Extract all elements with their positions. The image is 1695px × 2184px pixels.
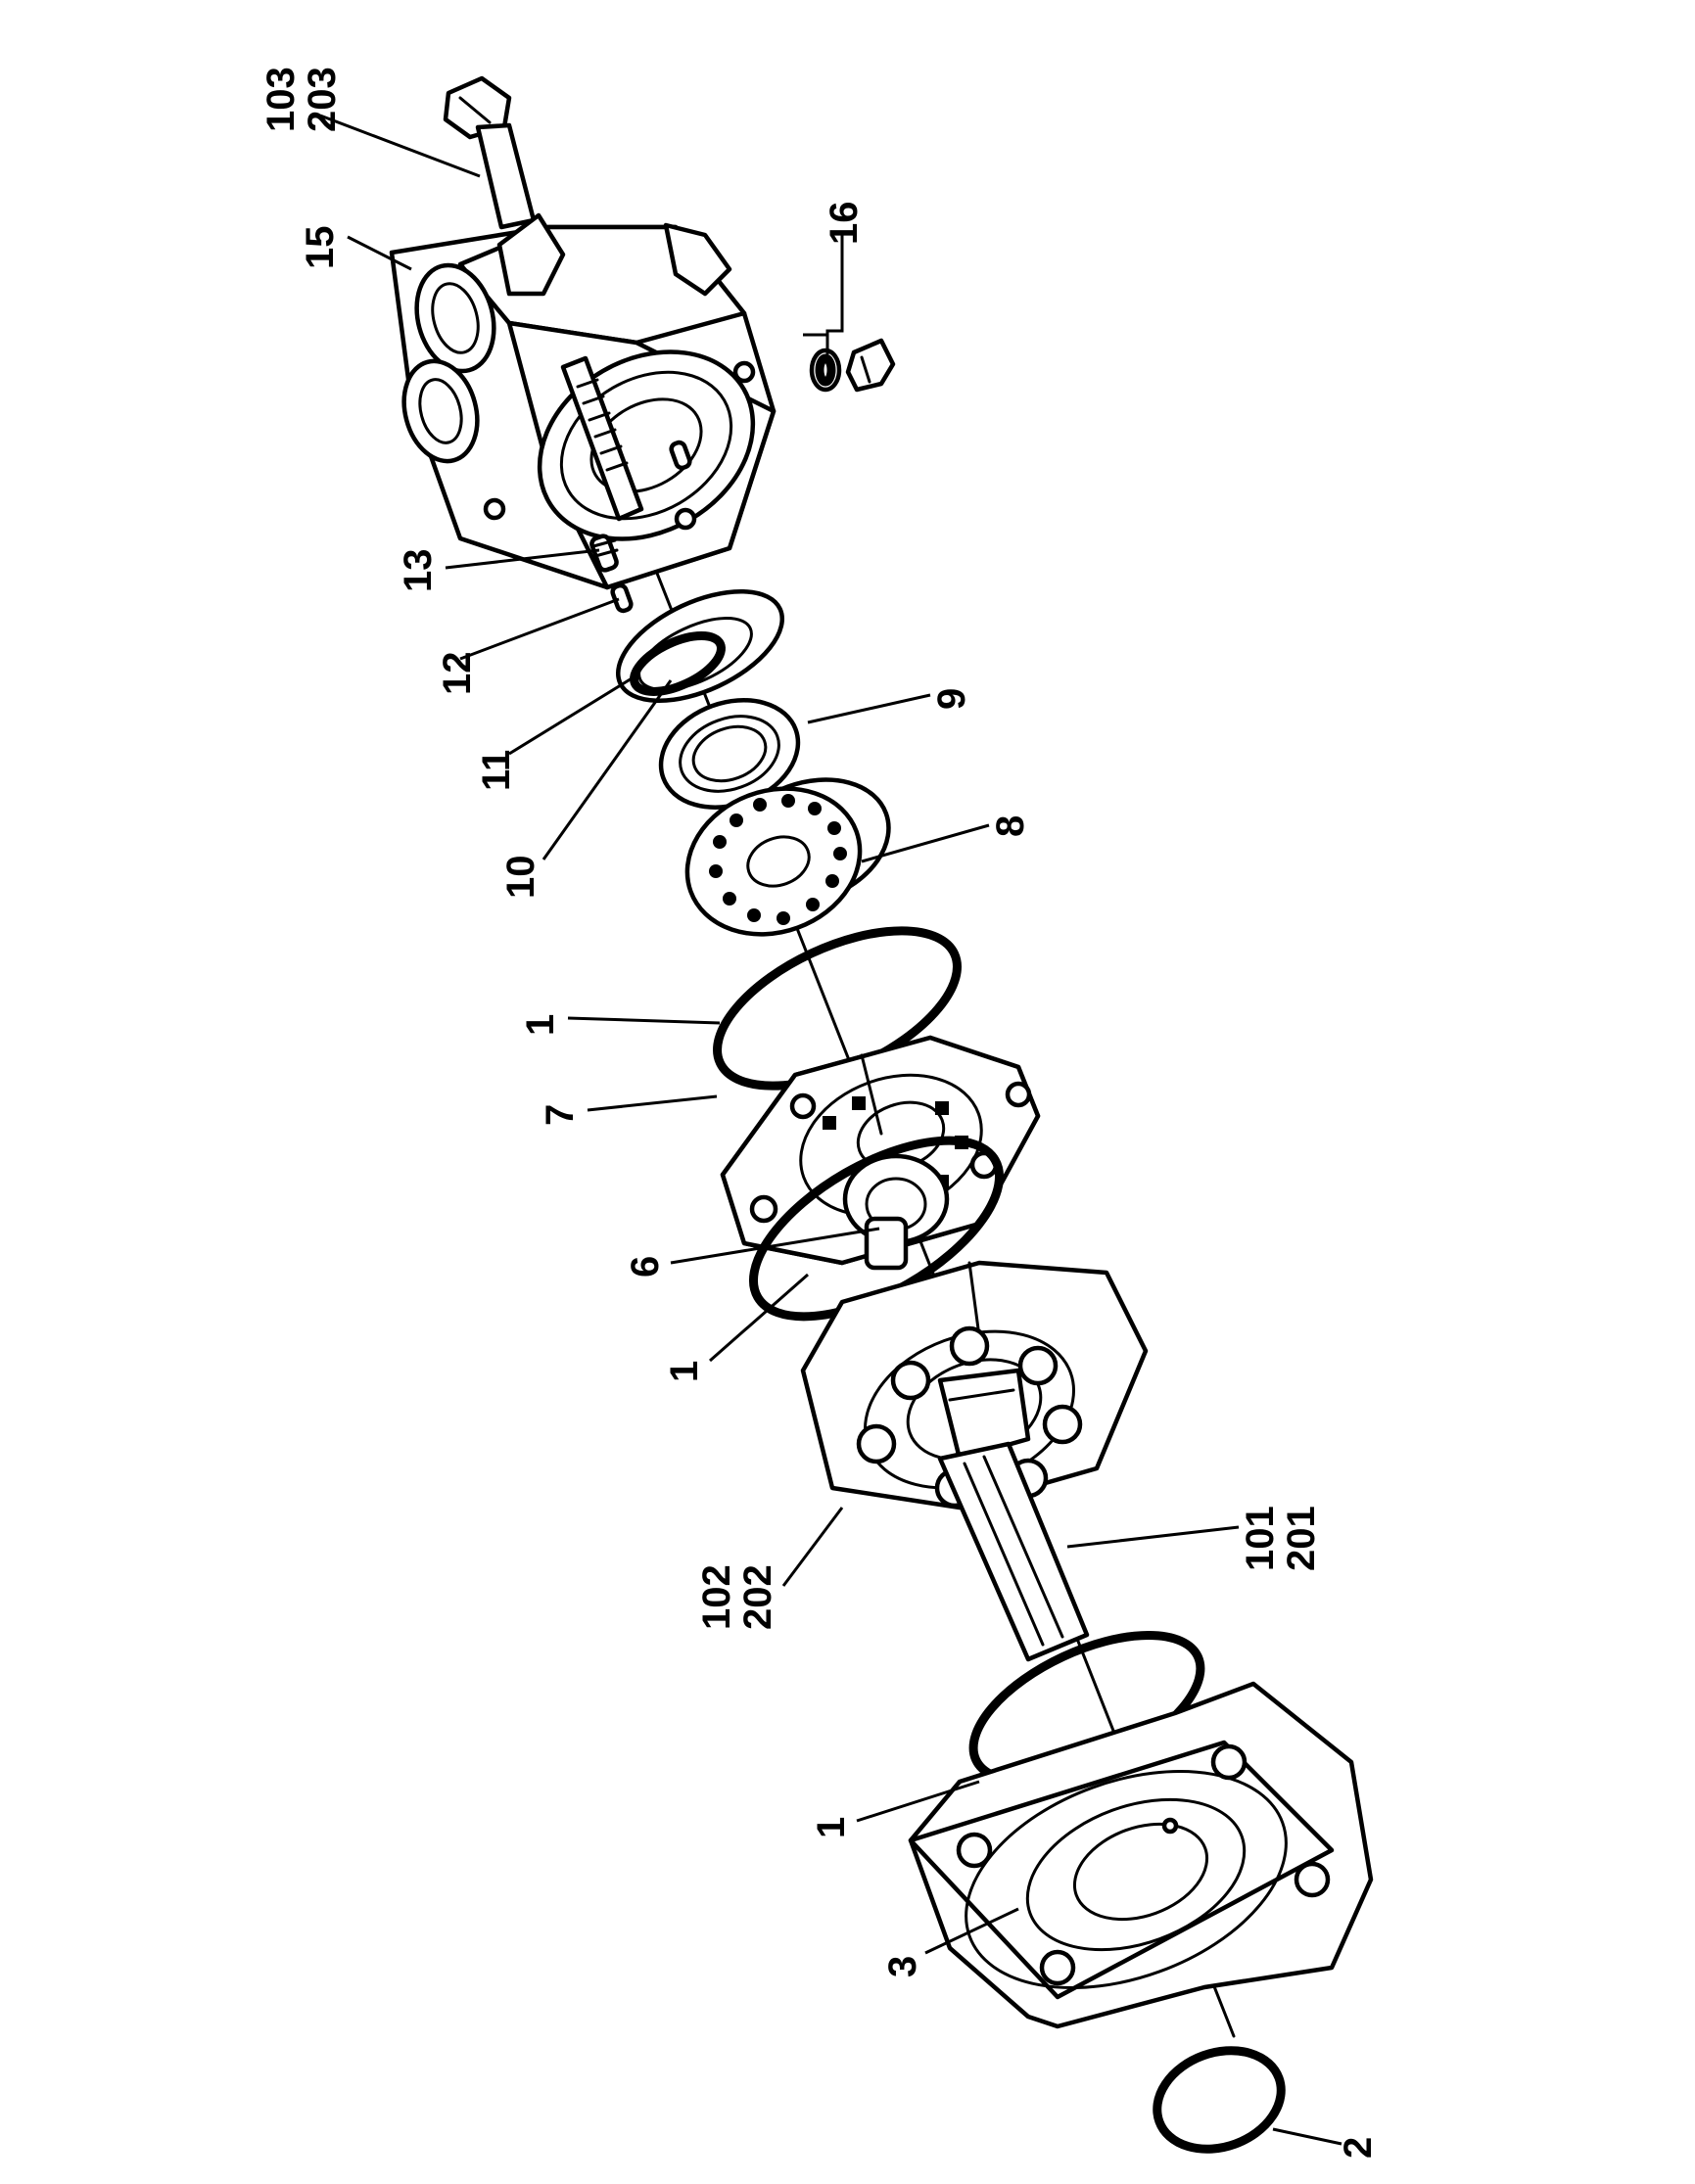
label-102-202: 102 202 xyxy=(695,1564,779,1630)
label-1-lower: 1 xyxy=(810,1817,853,1838)
svg-text:203: 203 xyxy=(301,67,344,132)
label-6: 6 xyxy=(624,1256,667,1278)
label-1-middle: 1 xyxy=(663,1361,706,1382)
svg-text:16: 16 xyxy=(823,202,866,246)
label-9: 9 xyxy=(930,688,973,710)
svg-text:13: 13 xyxy=(397,549,440,593)
label-3: 3 xyxy=(881,1956,924,1977)
svg-text:2: 2 xyxy=(1337,2137,1380,2159)
part-o-ring-bottom xyxy=(1153,2046,1286,2154)
label-15: 15 xyxy=(299,226,342,270)
part-gear xyxy=(842,1153,950,1271)
part-spring xyxy=(589,534,619,573)
svg-text:3: 3 xyxy=(881,1956,924,1977)
svg-text:8: 8 xyxy=(989,815,1032,837)
part-pin xyxy=(610,582,634,614)
part-mounting-flange xyxy=(908,1681,1374,2029)
part-valve-disc xyxy=(684,777,891,937)
label-2: 2 xyxy=(1337,2137,1380,2159)
label-13: 13 xyxy=(397,549,440,593)
label-101-201: 101 201 xyxy=(1239,1506,1323,1571)
svg-text:102: 102 xyxy=(695,1564,738,1630)
label-11: 11 xyxy=(475,750,518,791)
label-103-203: 103 203 xyxy=(259,67,344,132)
label-1-upper: 1 xyxy=(519,1014,562,1036)
svg-text:9: 9 xyxy=(930,688,973,710)
svg-text:12: 12 xyxy=(436,652,479,696)
label-12: 12 xyxy=(436,652,479,696)
svg-text:11: 11 xyxy=(475,750,518,791)
svg-text:15: 15 xyxy=(299,226,342,270)
svg-text:7: 7 xyxy=(539,1104,582,1126)
part-drive-shaft xyxy=(937,1368,1090,1662)
svg-text:101: 101 xyxy=(1239,1506,1282,1571)
part-valve-housing xyxy=(389,212,777,590)
label-10: 10 xyxy=(499,856,542,900)
svg-text:10: 10 xyxy=(499,856,542,900)
svg-text:1: 1 xyxy=(810,1817,853,1838)
part-bearing xyxy=(658,698,801,810)
leader-lines xyxy=(319,114,1342,2146)
svg-text:1: 1 xyxy=(663,1361,706,1382)
part-plug xyxy=(809,338,896,393)
svg-text:103: 103 xyxy=(259,67,303,132)
svg-text:6: 6 xyxy=(624,1256,667,1278)
part-seal-plate xyxy=(615,588,785,704)
svg-text:202: 202 xyxy=(736,1564,779,1630)
label-16: 16 xyxy=(823,202,866,246)
part-bolt xyxy=(443,75,537,230)
label-7: 7 xyxy=(539,1104,582,1126)
svg-text:1: 1 xyxy=(519,1014,562,1036)
svg-text:201: 201 xyxy=(1280,1506,1323,1571)
label-8: 8 xyxy=(989,815,1032,837)
